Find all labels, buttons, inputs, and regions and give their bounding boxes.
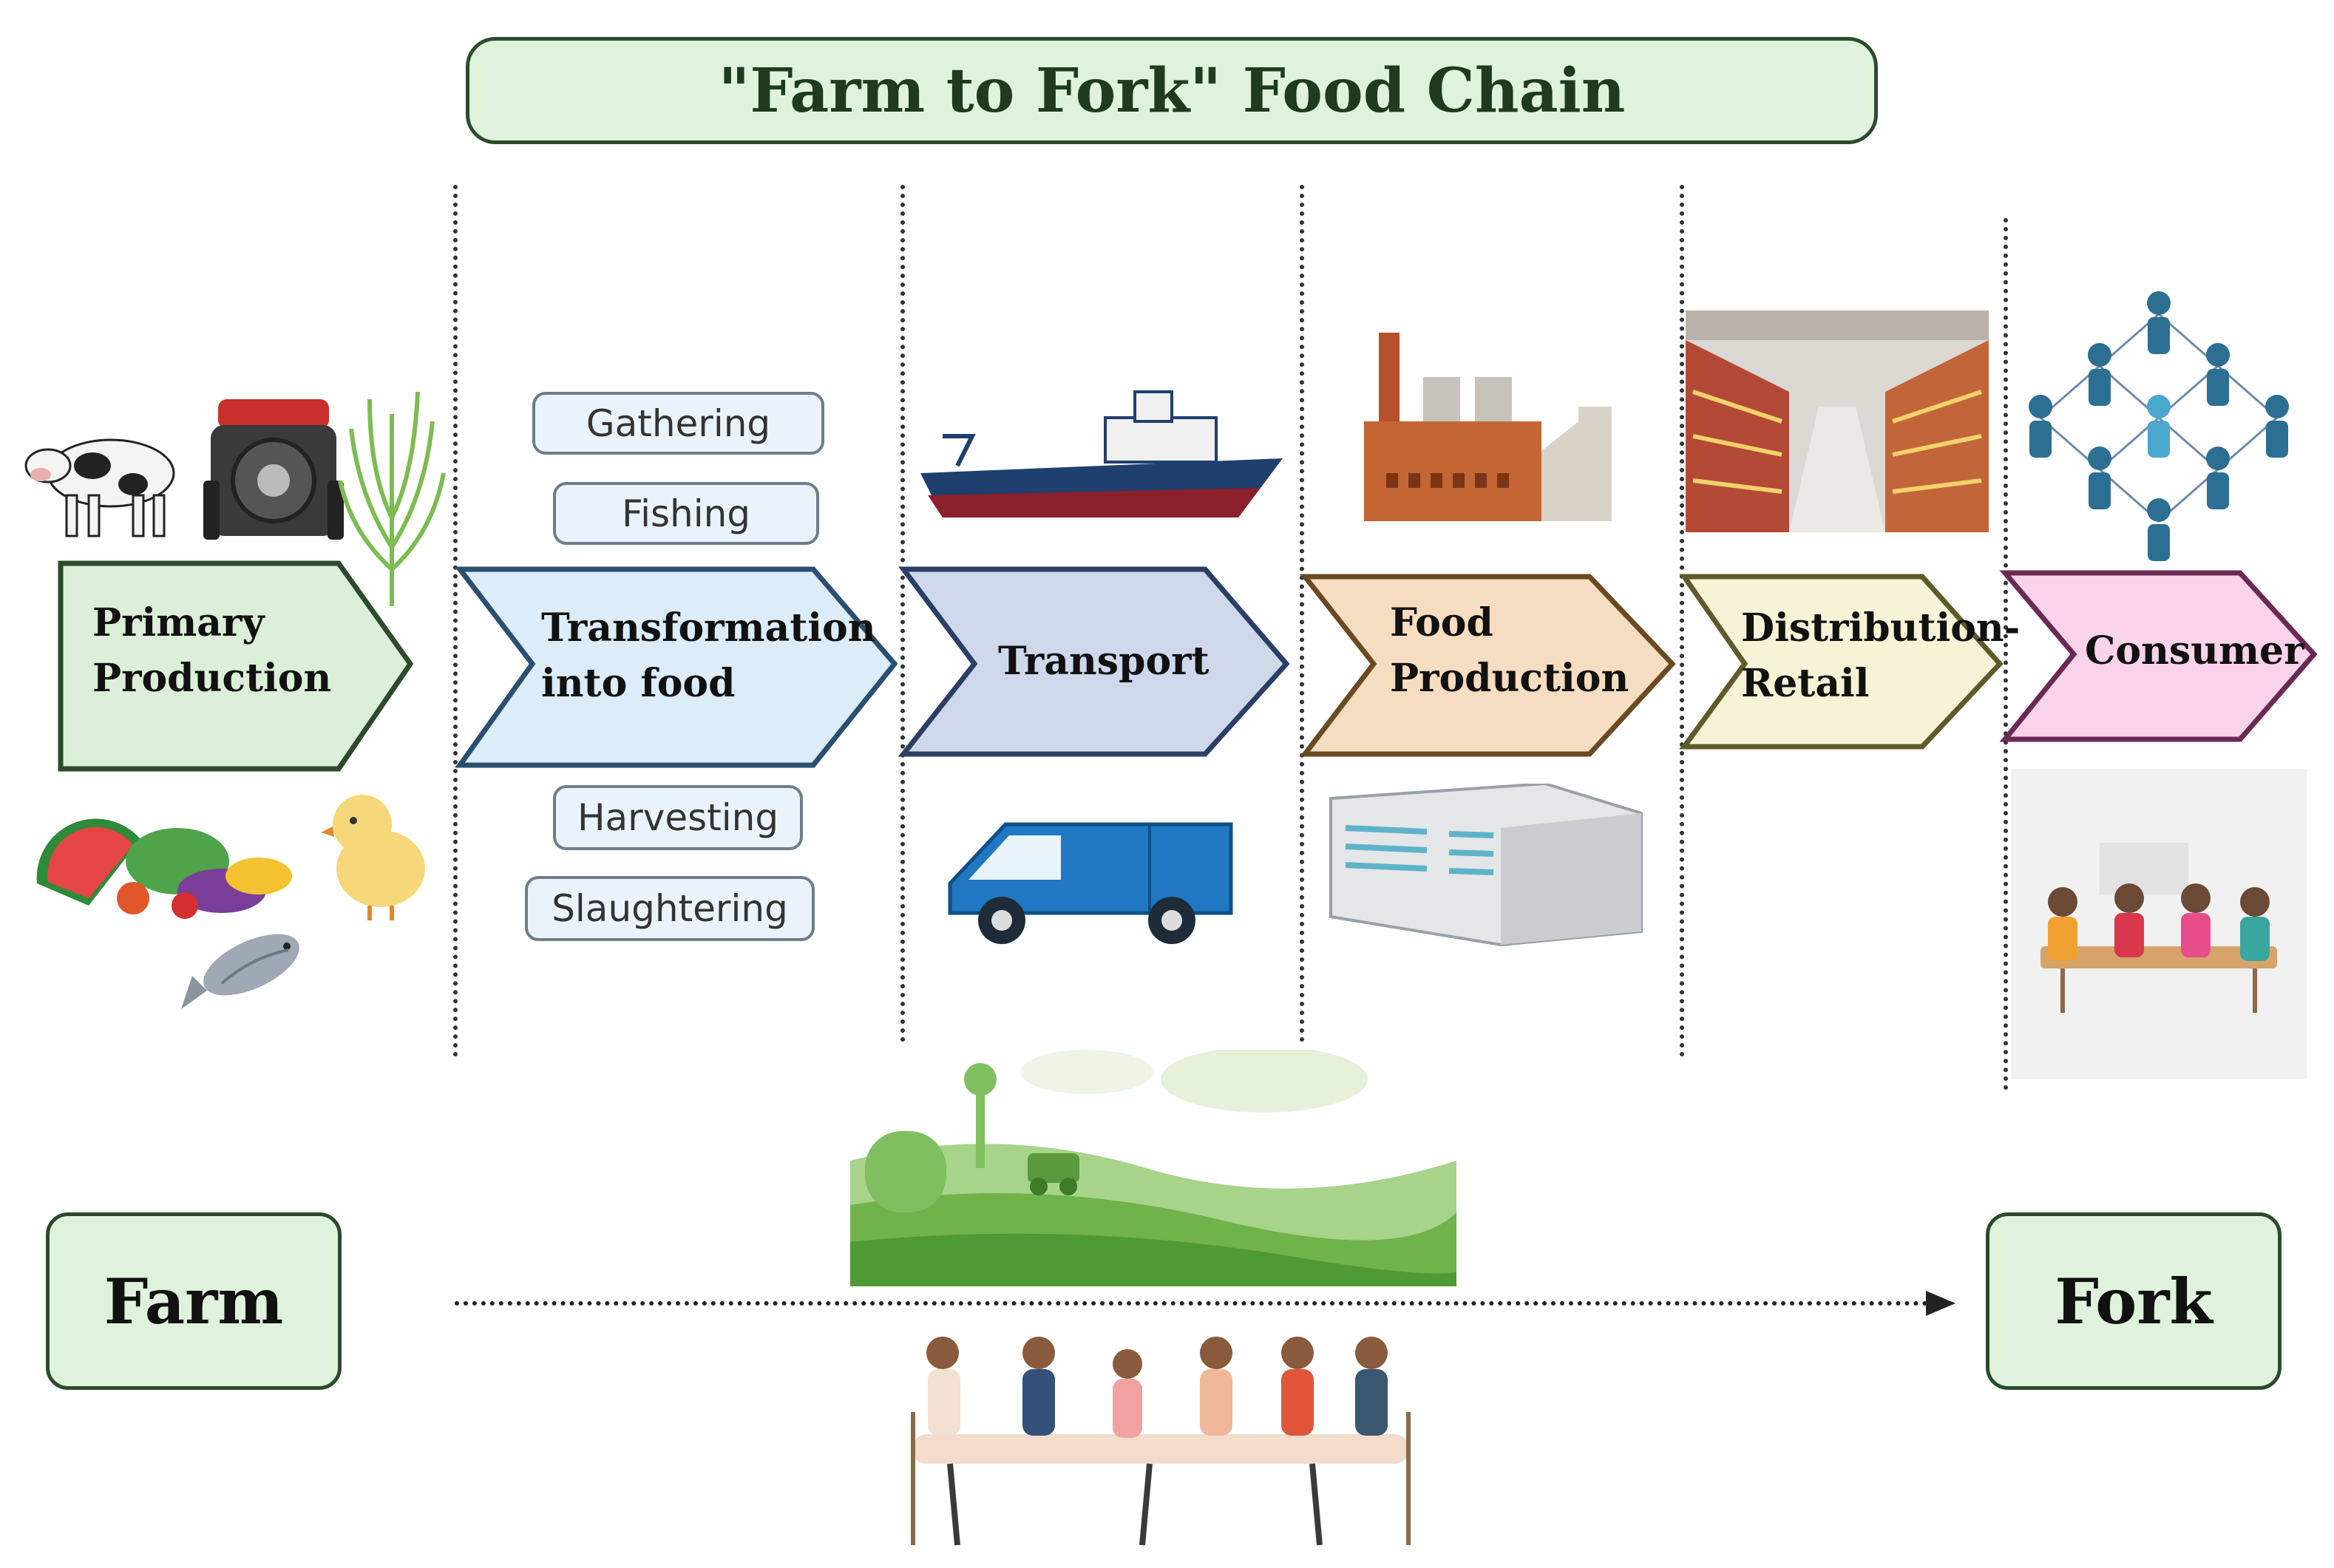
stage-divider: [1300, 185, 1304, 1042]
stage-label-line: into food: [541, 661, 736, 707]
family-dining-icon: [2011, 769, 2307, 1079]
stage-label-transport: Transport: [998, 634, 1210, 689]
cow-icon: [24, 438, 175, 537]
stage-label-line: Consumer: [2085, 628, 2304, 673]
stage-label-transformation: Transformation into food: [541, 600, 876, 712]
activity-slaughtering: Slaughtering: [525, 876, 815, 941]
crop-icon: [338, 391, 446, 606]
people-network-icon: [2029, 291, 2289, 561]
ship-icon: [920, 390, 1283, 517]
stage-arrow-distribution-retail: [1679, 574, 2004, 750]
stage-label-line: Retail: [1741, 661, 1870, 707]
stage-label-line: Food: [1390, 600, 1493, 645]
stage-arrow-transport: [898, 566, 1290, 757]
stage-divider: [900, 185, 905, 1042]
people-dining-icon: [911, 1337, 1411, 1546]
stage-label-line: Transformation: [541, 605, 876, 651]
produce-icon: [36, 818, 292, 919]
stage-label-line: Distribution-: [1741, 605, 2021, 651]
warehouse-icon: [1329, 784, 1643, 946]
farm-box: Farm: [46, 1212, 342, 1390]
stage-arrow-food-production: [1299, 574, 1676, 757]
stage-label-consumer: Consumer: [2085, 623, 2304, 679]
stage-divider: [2004, 218, 2008, 1090]
fish-icon: [181, 934, 299, 1009]
fork-box: Fork: [1986, 1212, 2282, 1390]
farm-landscape-icon: [850, 1050, 1456, 1286]
stage-label-line: Primary: [92, 600, 265, 645]
stage-arrow-primary-production: [58, 560, 414, 772]
diagram-title: "Farm to Fork" Food Chain: [718, 55, 1626, 126]
stage-arrow-consumer: [1999, 570, 2318, 742]
stage-divider: [453, 185, 458, 1057]
chick-icon: [321, 795, 425, 920]
arrow-head-icon: [1926, 1291, 1955, 1316]
activity-fishing: Fishing: [553, 482, 819, 545]
stage-arrow-transformation: [454, 566, 898, 768]
stage-label-line: Production: [1390, 656, 1629, 702]
stage-label-line: Transport: [998, 639, 1210, 684]
stage-label-primary-production: Primary Production: [92, 595, 331, 707]
activity-harvesting: Harvesting: [553, 785, 803, 850]
activity-gathering: Gathering: [532, 392, 824, 455]
stage-divider: [1680, 185, 1684, 1057]
stage-label-distribution-retail: Distribution- Retail: [1741, 600, 2020, 712]
van-icon: [948, 822, 1233, 944]
stage-label-food-production: Food Production: [1390, 595, 1629, 707]
title-banner: "Farm to Fork" Food Chain: [466, 37, 1878, 144]
farm-to-fork-arrow-line: [455, 1301, 1937, 1306]
stage-label-line: Production: [92, 656, 332, 702]
tractor-icon: [203, 399, 344, 540]
supermarket-icon: [1686, 310, 1989, 532]
factory-icon: [1364, 333, 1612, 521]
